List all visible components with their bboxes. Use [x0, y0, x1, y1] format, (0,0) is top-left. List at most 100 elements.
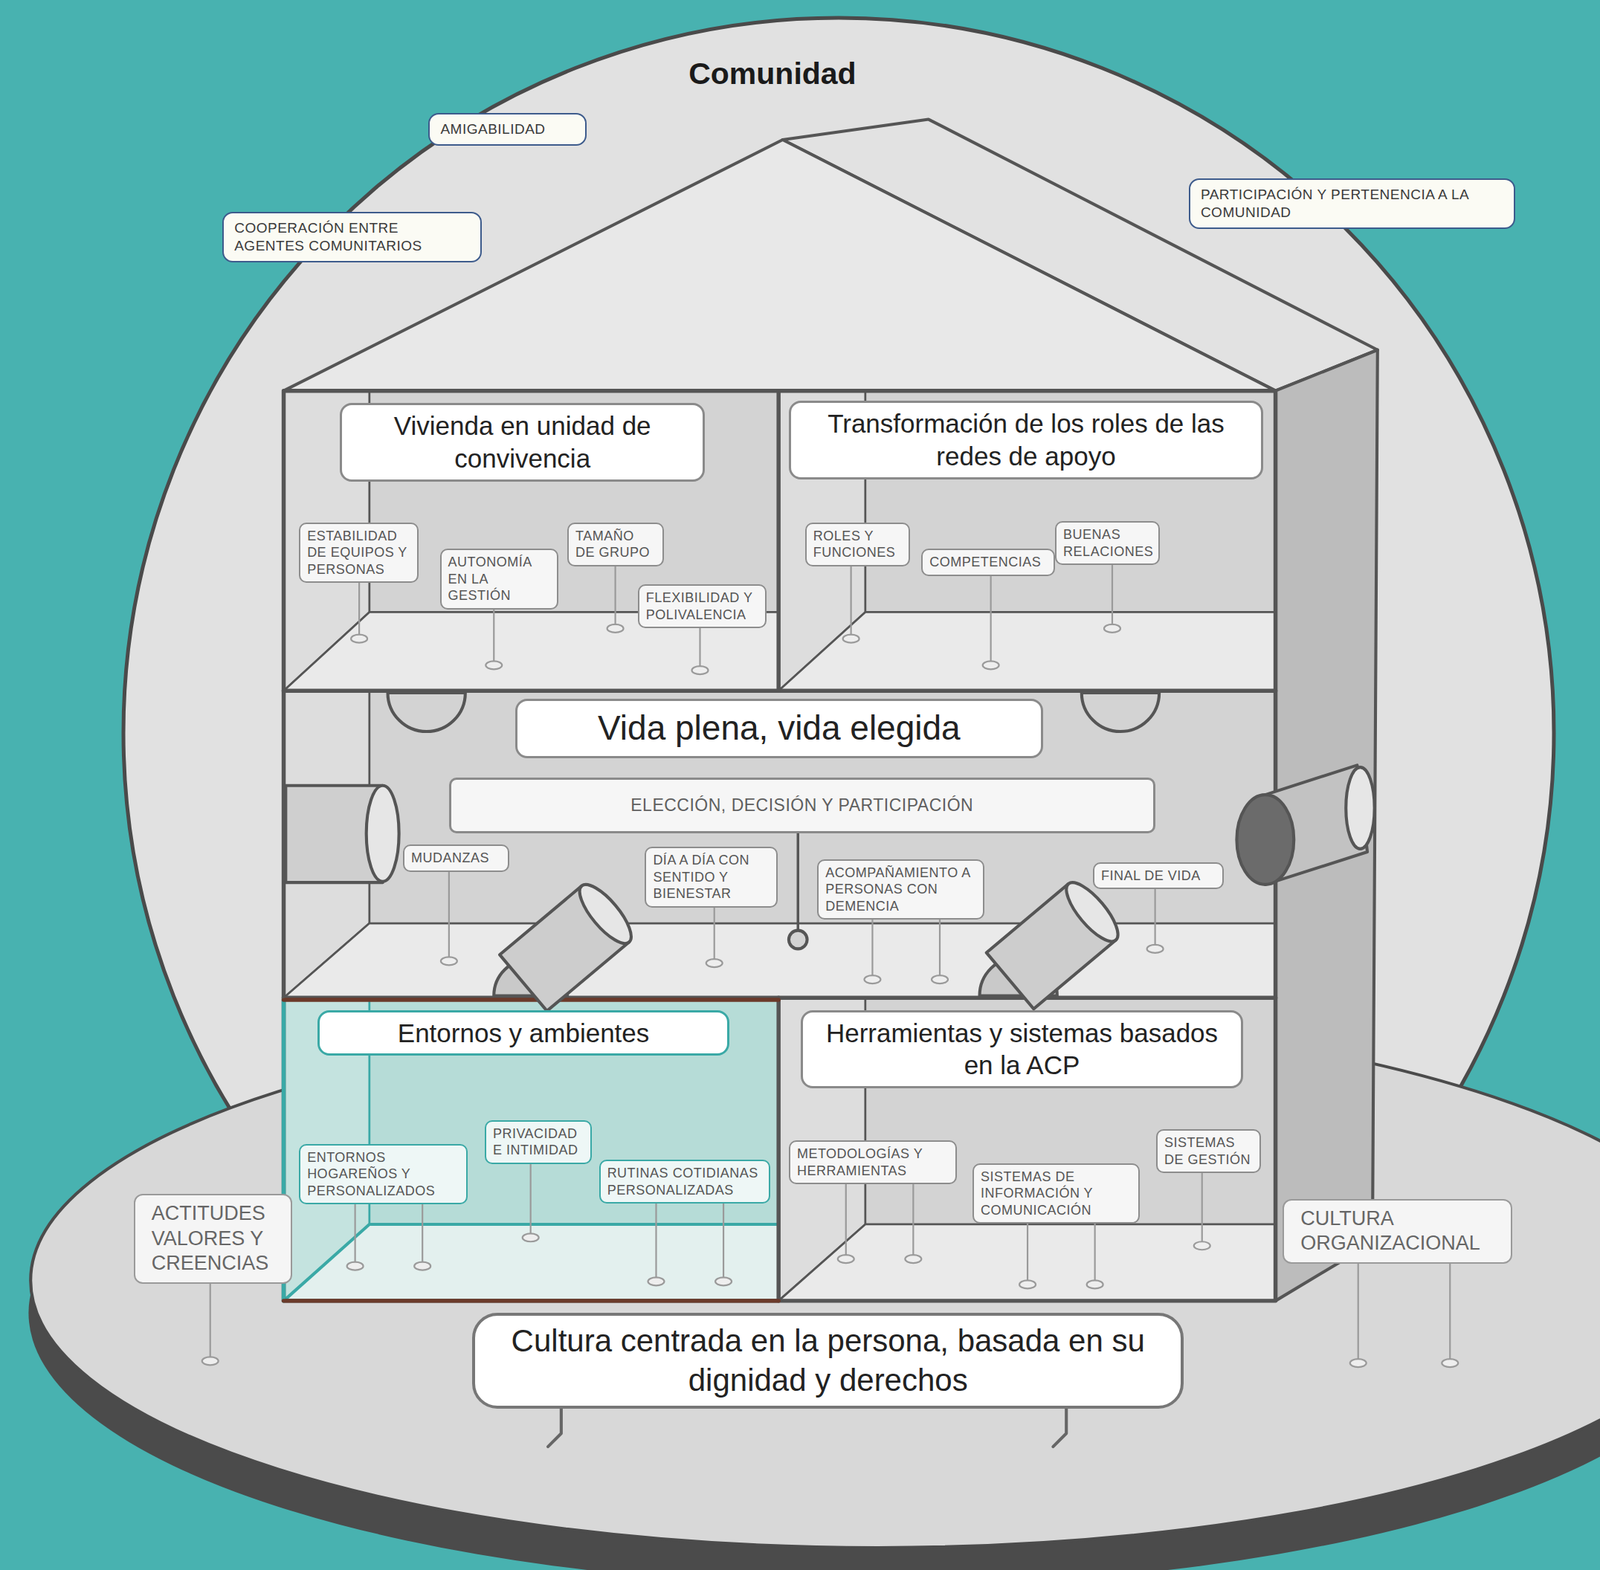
- house-illustration: [778, 611, 1276, 691]
- tag-box: FINAL DE VIDA: [1092, 862, 1224, 890]
- node-text: BUENAS RELACIONES: [1063, 526, 1152, 560]
- house-illustration: [284, 391, 1276, 1302]
- house-illustration: [284, 1298, 780, 1303]
- leader-posts: [990, 571, 992, 662]
- leader-posts: [843, 634, 860, 644]
- house-illustration: [388, 692, 466, 732]
- node-text: CULTURA ORGANIZACIONAL: [1300, 1206, 1495, 1258]
- banner-box: ELECCIÓN, DECISIÓN Y PARTICIPACIÓN: [449, 777, 1156, 834]
- leader-posts: [1086, 1280, 1104, 1289]
- room-heading: Entornos y ambientes: [317, 1010, 730, 1057]
- house-illustration: [28, 119, 1600, 1570]
- tag-box: ROLES Y FUNCIONES: [805, 522, 911, 567]
- node-text: Transformación de los roles de las redes…: [801, 407, 1251, 473]
- tag-box: TAMAÑO DE GRUPO: [567, 522, 664, 567]
- leader-posts: [448, 862, 450, 958]
- house-illustration: [284, 139, 1276, 392]
- central-heading: Vida plena, vida elegida: [515, 698, 1044, 759]
- foundation-box: Cultura centrada en la persona, basada e…: [472, 1313, 1184, 1409]
- tag-box: BUENAS RELACIONES: [1055, 521, 1160, 566]
- house-illustration: [788, 930, 808, 950]
- leader-posts: [1350, 1359, 1367, 1368]
- house-illustration: [284, 1224, 780, 1302]
- leader-posts: [692, 666, 709, 675]
- community-circle-shape: [123, 17, 1554, 1449]
- node-text: AUTONOMÍA EN LA GESTIÓN: [448, 553, 551, 605]
- house-illustration: [776, 391, 780, 692]
- sign-board: CULTURA ORGANIZACIONAL: [1282, 1199, 1513, 1265]
- node-text: ESTABILIDAD DE EQUIPOS Y PERSONAS: [307, 527, 411, 579]
- leader-posts: [837, 1255, 855, 1264]
- node-text: ENTORNOS HOGAREÑOS Y PERSONALIZADOS: [307, 1149, 459, 1200]
- house-illustration: [986, 875, 1127, 1009]
- leader-posts: [982, 660, 1000, 670]
- leader-posts: [715, 1277, 732, 1286]
- leader-posts: [1441, 1359, 1458, 1368]
- leader-posts: [440, 956, 458, 966]
- leader-posts: [607, 624, 624, 633]
- leader-posts: [350, 634, 368, 644]
- leader-posts: [202, 540, 1458, 1368]
- node-text: RUTINAS COTIDIANAS PERSONALIZADAS: [607, 1165, 763, 1199]
- node-text: PARTICIPACIÓN Y PERTENENCIA A LA COMUNID…: [1200, 185, 1504, 222]
- house-illustration: [1081, 692, 1160, 732]
- leader-posts: [706, 959, 723, 968]
- leader-posts: [202, 1356, 219, 1366]
- node-text: ACTITUDES VALORES Y CREENCIAS: [151, 1201, 275, 1277]
- house-illustration: [284, 997, 780, 1002]
- leader-posts: [648, 1277, 665, 1286]
- tag-box: SISTEMAS DE GESTIÓN: [1156, 1129, 1261, 1174]
- house-illustration: [366, 785, 400, 882]
- community-tag: PARTICIPACIÓN Y PERTENENCIA A LA COMUNID…: [1188, 178, 1516, 229]
- leader-posts: [1104, 624, 1121, 633]
- leader-posts: [931, 975, 948, 984]
- node-text: MUDANZAS: [411, 849, 502, 867]
- node-text: Vida plena, vida elegida: [527, 707, 1031, 751]
- node-text: SISTEMAS DE GESTIÓN: [1164, 1134, 1253, 1169]
- node-text: FINAL DE VIDA: [1101, 867, 1216, 885]
- house-illustration: [284, 997, 780, 1302]
- node-text: ELECCIÓN, DECISIÓN Y PARTICIPACIÓN: [460, 794, 1145, 817]
- house-illustration: [284, 391, 1276, 1302]
- leader-posts: [1019, 1280, 1036, 1289]
- community-tag: AMIGABILIDAD: [428, 113, 587, 146]
- leader-posts: [485, 660, 502, 670]
- node-text: PRIVACIDAD E INTIMIDAD: [492, 1125, 584, 1160]
- tag-box: FLEXIBILIDAD Y POLIVALENCIA: [637, 584, 767, 629]
- node-text: Entornos y ambientes: [330, 1017, 717, 1050]
- tag-box: DÍA A DÍA CON SENTIDO Y BIENESTAR: [644, 846, 777, 908]
- leader-posts: [414, 1262, 431, 1271]
- tag-box: RUTINAS COTIDIANAS PERSONALIZADAS: [599, 1159, 772, 1204]
- tag-box: AUTONOMÍA EN LA GESTIÓN: [440, 548, 559, 610]
- house-illustration: [284, 923, 1276, 998]
- node-text: ROLES Y FUNCIONES: [813, 527, 902, 562]
- node-text: Cultura centrada en la persona, basada e…: [489, 1321, 1166, 1400]
- node-text: COOPERACIÓN ENTRE AGENTES COMUNITARIOS: [234, 219, 470, 256]
- room-heading: Herramientas y sistemas basados en la AC…: [800, 1010, 1243, 1090]
- community-tag: COOPERACIÓN ENTRE AGENTES COMUNITARIOS: [222, 211, 482, 263]
- sign-board: ACTITUDES VALORES Y CREENCIAS: [133, 1194, 293, 1285]
- community-title: Comunidad: [688, 55, 856, 93]
- node-text: ACOMPAÑAMIENTO A PERSONAS CON DEMENCIA: [825, 864, 977, 916]
- house-illustration: [1236, 794, 1294, 885]
- tag-box: METODOLOGÍAS Y HERRAMIENTAS: [788, 1140, 957, 1185]
- tag-box: COMPETENCIAS: [921, 548, 1056, 577]
- house-illustration: [776, 997, 780, 1302]
- node-text: Vivienda en unidad de convivencia: [352, 409, 693, 476]
- leader-posts: [347, 1262, 364, 1271]
- node-text: SISTEMAS DE INFORMACIÓN Y COMUNICACIÓN: [980, 1168, 1132, 1220]
- node-text: DÍA A DÍA CON SENTIDO Y BIENESTAR: [652, 852, 769, 903]
- leader-posts: [1147, 944, 1164, 954]
- room-heading: Vivienda en unidad de convivencia: [339, 402, 705, 482]
- tag-box: MUDANZAS: [402, 844, 510, 873]
- house-illustration: [499, 877, 640, 1012]
- node-text: METODOLOGÍAS Y HERRAMIENTAS: [797, 1145, 949, 1180]
- tag-box: ENTORNOS HOGAREÑOS Y PERSONALIZADOS: [298, 1144, 467, 1206]
- leader-posts: [522, 1233, 540, 1242]
- node-text: Herramientas y sistemas basados en la AC…: [813, 1017, 1230, 1083]
- leader-posts: [863, 975, 881, 984]
- tag-box: ESTABILIDAD DE EQUIPOS Y PERSONAS: [298, 522, 419, 584]
- node-text: TAMAÑO DE GRUPO: [575, 527, 656, 562]
- house-illustration: [571, 877, 640, 951]
- node-text: AMIGABILIDAD: [440, 120, 575, 139]
